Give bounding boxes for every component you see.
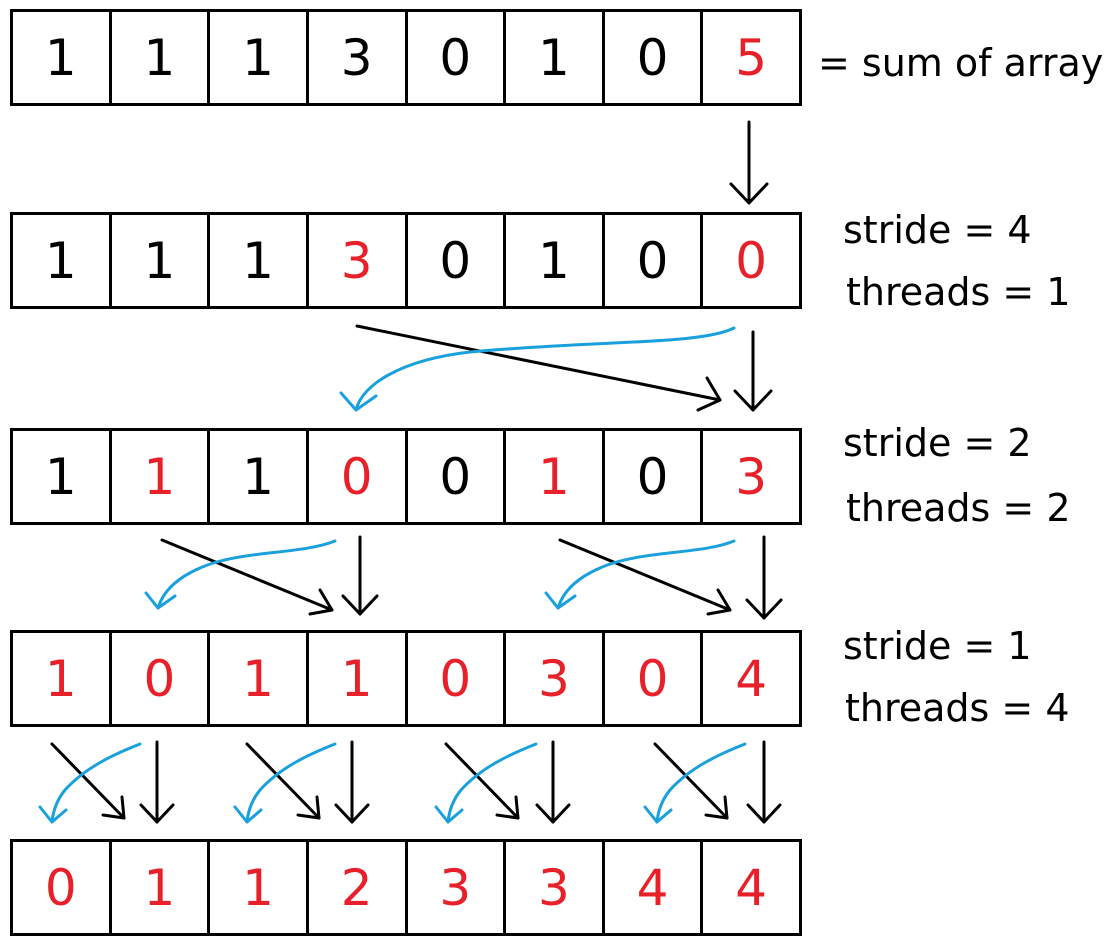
array-cell: 3	[735, 447, 768, 506]
array-cell: 0	[605, 12, 704, 103]
array-cell: 1	[112, 215, 211, 306]
array-cell: 0	[605, 431, 704, 522]
array-row-3: 1 0 1 1 0 3 0 4	[10, 630, 802, 727]
array-cell: 1	[13, 215, 112, 306]
array-cell: 1	[13, 633, 112, 724]
add-arrow	[745, 535, 783, 620]
array-cell: 4	[605, 842, 704, 933]
array-row-4: 0 1 1 2 3 3 4 4	[10, 839, 802, 936]
threads-label: threads = 4	[845, 686, 1070, 730]
array-cell: 3	[408, 842, 507, 933]
threads-label: threads = 1	[846, 270, 1071, 314]
add-arrow	[444, 742, 520, 820]
array-cell: 5	[735, 28, 768, 87]
array-cell: 0	[408, 12, 507, 103]
threads-label: threads = 2	[846, 486, 1071, 530]
array-cell: 2	[309, 842, 408, 933]
swap-arrow	[233, 742, 337, 824]
array-cell: 3	[309, 215, 408, 306]
array-cell: 3	[506, 842, 605, 933]
add-arrow	[245, 742, 321, 820]
sum-of-array-label: = sum of array	[818, 41, 1104, 85]
array-cell: 1	[210, 842, 309, 933]
add-arrow	[341, 535, 379, 616]
swap-arrow	[339, 326, 736, 412]
array-cell: 1	[210, 431, 309, 522]
stride-label: stride = 1	[843, 624, 1032, 668]
array-cell: 4	[735, 858, 768, 917]
array-cell: 4	[735, 649, 768, 708]
swap-arrow	[434, 742, 538, 824]
add-arrow	[334, 740, 370, 824]
add-arrow	[50, 742, 126, 820]
array-cell: 1	[112, 431, 211, 522]
array-cell: 1	[210, 215, 309, 306]
add-arrow	[558, 538, 732, 616]
stride-label: stride = 4	[843, 208, 1032, 252]
array-cell: 1	[309, 633, 408, 724]
stride-label: stride = 2	[843, 421, 1032, 465]
add-arrow	[355, 324, 722, 412]
add-arrow	[653, 742, 729, 820]
array-cell: 1	[112, 12, 211, 103]
add-arrow	[535, 740, 571, 824]
swap-arrow	[38, 742, 142, 824]
array-cell: 1	[506, 431, 605, 522]
add-arrow	[160, 538, 334, 616]
array-cell: 1	[506, 215, 605, 306]
add-arrow	[746, 740, 782, 824]
array-cell: 1	[13, 12, 112, 103]
array-cell: 1	[210, 633, 309, 724]
array-cell: 0	[408, 633, 507, 724]
add-arrow	[729, 120, 769, 205]
array-cell: 0	[735, 231, 768, 290]
array-row-2: 1 1 1 0 0 1 0 3	[10, 428, 802, 525]
array-cell: 1	[210, 12, 309, 103]
array-cell: 0	[309, 431, 408, 522]
add-arrow	[139, 740, 175, 824]
array-cell: 0	[112, 633, 211, 724]
swap-arrow	[643, 742, 747, 824]
add-arrow	[733, 330, 773, 412]
array-cell: 1	[506, 12, 605, 103]
array-cell: 1	[13, 431, 112, 522]
array-cell: 0	[408, 431, 507, 522]
swap-arrow	[544, 539, 736, 610]
array-cell: 0	[408, 215, 507, 306]
array-cell: 0	[605, 633, 704, 724]
array-cell: 0	[13, 842, 112, 933]
array-cell: 3	[309, 12, 408, 103]
array-cell: 1	[112, 842, 211, 933]
swap-arrow	[144, 539, 337, 610]
array-cell: 3	[506, 633, 605, 724]
array-cell: 0	[605, 215, 704, 306]
array-row-0: 1 1 1 3 0 1 0 5	[10, 9, 802, 106]
array-row-1: 1 1 1 3 0 1 0 0	[10, 212, 802, 309]
